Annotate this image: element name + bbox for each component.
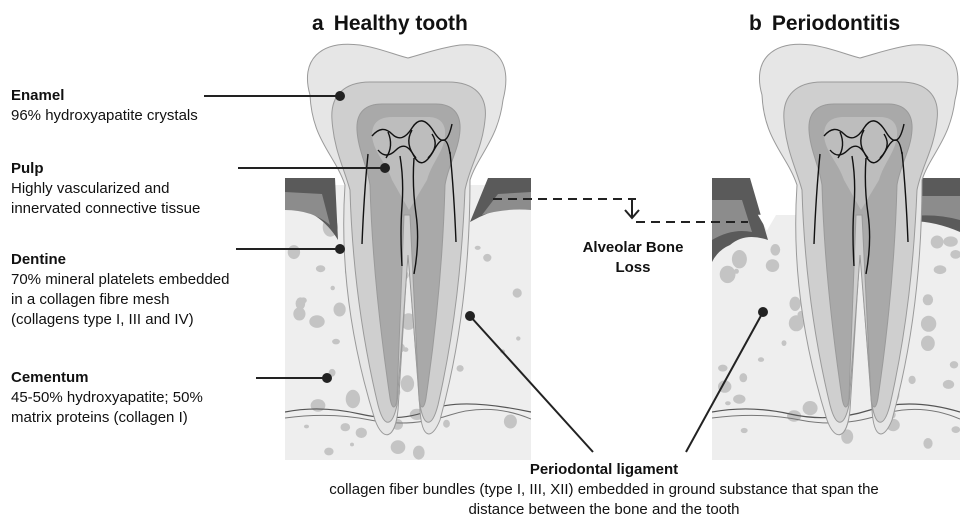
bone-spot — [943, 236, 957, 246]
periodontal-ligament-heading: Periodontal ligament — [250, 460, 958, 480]
bone-spot — [909, 376, 916, 384]
bone-spot — [790, 297, 801, 311]
bone-spot — [331, 286, 335, 291]
bone-spot — [803, 401, 818, 415]
bone-spot — [413, 446, 425, 460]
bone-loss-double-arrow — [760, 178, 774, 228]
periodontal-ligament-desc-line: distance between the bone and the tooth — [250, 500, 958, 520]
bone-spot — [770, 244, 780, 256]
bone-spot — [733, 395, 745, 404]
enamel-heading: Enamel — [11, 86, 301, 106]
dentine-desc-line: in a collagen fibre mesh — [11, 290, 301, 310]
bone-spot — [725, 401, 731, 405]
ligament-leader-dot-b — [759, 308, 767, 316]
bone-spot — [943, 380, 954, 389]
bone-spot — [739, 373, 747, 382]
dentine-desc-line: (collagens type I, III and IV) — [11, 310, 301, 330]
bone-spot — [758, 357, 764, 362]
bone-spot — [516, 336, 520, 340]
bone-spot — [356, 428, 367, 438]
bone-spot — [391, 440, 406, 454]
ligament-leader-dot-a — [466, 312, 474, 320]
bone-spot — [952, 426, 960, 433]
bone-spot — [513, 288, 522, 297]
bone-spot — [304, 425, 309, 429]
cementum-desc-line: matrix proteins (collagen I) — [11, 408, 301, 428]
bone-spot — [934, 265, 947, 274]
bone-spot — [341, 423, 351, 431]
bone-spot — [921, 336, 935, 351]
bone-spot — [766, 259, 779, 272]
bone-spot — [718, 365, 727, 372]
pulp-heading: Pulp — [11, 159, 301, 179]
pulp-desc-line: Highly vascularized and — [11, 179, 301, 199]
dentine-heading: Dentine — [11, 250, 301, 270]
bone-spot — [457, 365, 464, 372]
periodontal-ligament-label: Periodontal ligament collagen fiber bund… — [250, 460, 958, 520]
bone-spot — [324, 448, 333, 456]
bone-spot — [931, 236, 944, 249]
periodontitis-panel — [712, 44, 960, 460]
pulp-leader-dot — [381, 164, 389, 172]
bone-spot — [483, 254, 491, 262]
bone-spot — [311, 399, 326, 412]
bone-spot — [401, 375, 414, 392]
bone-spot — [504, 415, 517, 429]
bone-loss-line: Alveolar Bone — [546, 238, 720, 258]
healthy-tooth-panel — [285, 44, 531, 460]
bone-spot — [921, 316, 936, 332]
bone-spot — [443, 420, 450, 428]
panel-a-heading: Healthy tooth — [334, 12, 468, 35]
bone-loss-line: Loss — [546, 258, 720, 278]
bone-spot — [950, 361, 958, 368]
bone-spot — [334, 303, 346, 317]
enamel-desc-line: 96% hydroxyapatite crystals — [11, 106, 301, 126]
bone-spot — [923, 294, 933, 305]
bone-spot — [782, 340, 787, 346]
dentine-desc-line: 70% mineral platelets embedded — [11, 270, 301, 290]
cementum-leader-dot — [323, 374, 331, 382]
bone-spot — [332, 339, 340, 345]
dentine-leader-dot — [336, 245, 344, 253]
bone-spot — [741, 428, 748, 433]
bone-spot — [346, 390, 360, 408]
cementum-label: Cementum 45-50% hydroxyapatite; 50% matr… — [11, 368, 301, 428]
panel-b-title: b Periodontitis — [749, 12, 900, 36]
bone-spot — [720, 266, 736, 283]
enamel-leader-dot — [336, 92, 344, 100]
bone-spot — [316, 265, 325, 272]
cementum-heading: Cementum — [11, 368, 301, 388]
dentine-label: Dentine 70% mineral platelets embedded i… — [11, 250, 301, 330]
pulp-label: Pulp Highly vascularized and innervated … — [11, 159, 301, 219]
bone-spot — [923, 438, 932, 449]
bone-spot — [475, 246, 481, 250]
panel-b-letter: b — [749, 12, 762, 35]
bone-spot — [350, 443, 354, 447]
panel-a-letter: a — [312, 12, 324, 35]
panel-b-heading: Periodontitis — [772, 12, 900, 35]
enamel-label: Enamel 96% hydroxyapatite crystals — [11, 86, 301, 126]
bone-spot — [732, 250, 747, 268]
panel-a-title: a Healthy tooth — [312, 12, 468, 36]
bone-spot — [309, 315, 324, 328]
bone-loss-label: Alveolar Bone Loss — [546, 238, 720, 278]
cementum-desc-line: 45-50% hydroxyapatite; 50% — [11, 388, 301, 408]
bone-loss-indicator — [493, 199, 748, 222]
periodontal-ligament-desc-line: collagen fiber bundles (type I, III, XII… — [250, 480, 958, 500]
pulp-desc-line: innervated connective tissue — [11, 199, 301, 219]
